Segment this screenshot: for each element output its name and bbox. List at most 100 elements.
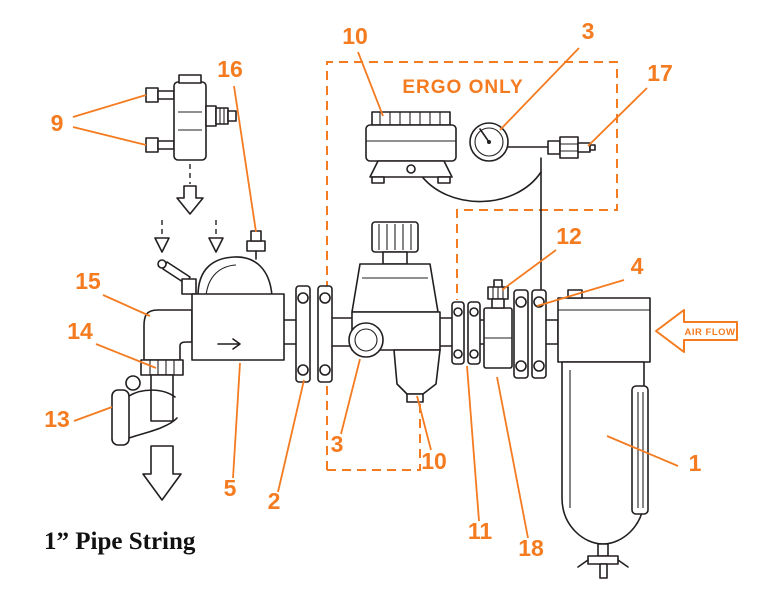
callout-line-3-top [499, 47, 580, 131]
spring-housing [351, 263, 439, 313]
air-flow-label: AIR FLOW [685, 327, 736, 338]
callout-line-4 [536, 279, 625, 307]
callout-line-14 [95, 343, 157, 369]
valve-cap [178, 74, 202, 84]
flange-bolt [533, 360, 545, 372]
drain-wing [617, 559, 629, 568]
callout-label-5: 5 [224, 475, 237, 501]
fitting-stem [577, 142, 591, 153]
test-cock-lever-end [157, 259, 167, 269]
flange-bolt [319, 292, 331, 304]
callout-label-9: 9 [51, 110, 64, 136]
outlet-knurl [215, 107, 229, 125]
hose-barb-top-stem [157, 90, 175, 100]
callout-label-4: 4 [631, 253, 644, 279]
callout-line-11 [466, 365, 480, 522]
callout-line-9a [72, 94, 147, 118]
callout-label-15: 15 [75, 268, 101, 294]
callout-line-3-bottom [340, 358, 361, 435]
ergo-dashed-border-lower [327, 400, 421, 471]
down-arrowhead-icon [208, 237, 224, 253]
bonnet-dome [197, 256, 273, 297]
gauge-needle [479, 128, 490, 143]
bowl-plug [406, 393, 424, 403]
regulator-body [191, 293, 285, 361]
callout-label-10-top: 10 [342, 23, 368, 49]
callout-line-17 [587, 87, 648, 147]
part-12-valve-stem [491, 298, 505, 309]
fitting-union [547, 140, 561, 155]
part-13-clamp-bolt [125, 375, 141, 391]
part-13-clamp-strap [111, 389, 130, 446]
flange-bolt [297, 292, 309, 304]
callout-line-9b [72, 126, 147, 146]
part-11-union [451, 301, 481, 365]
gauge-hub [487, 140, 491, 144]
flange-bolt [515, 296, 527, 308]
pilot-foot [371, 176, 385, 184]
drain-stem [597, 543, 609, 557]
flange-bolt [469, 349, 479, 359]
drain-body [587, 555, 619, 565]
fitting-hex [559, 136, 579, 159]
down-arrowhead-icon [154, 237, 170, 253]
callout-line-10-bottom [416, 395, 432, 451]
flange-plate [513, 289, 529, 379]
drain-petcock [599, 563, 608, 579]
tubing-loop [419, 171, 542, 203]
callout-line-15 [102, 294, 151, 317]
callout-label-16: 16 [217, 56, 243, 82]
part-18-block [483, 279, 513, 369]
hose-barb-bottom-stem [157, 140, 175, 150]
flange-plate [451, 301, 465, 365]
part-10-lower-bowl [393, 349, 441, 395]
elbow [143, 309, 193, 361]
part-17-fitting [547, 136, 596, 159]
part-4-union [513, 289, 547, 379]
callout-label-3-top: 3 [582, 18, 595, 44]
pilot-foot [437, 176, 451, 184]
callout-line-18 [496, 376, 529, 539]
test-cock-body [181, 278, 197, 295]
part-2-union [295, 285, 333, 383]
part-13-clamp-hook-top [128, 389, 176, 398]
flange-plate [467, 301, 481, 365]
air-flow-arrow: AIR FLOW [655, 309, 738, 353]
flow-direction-arrow-icon [217, 338, 241, 350]
callout-line-1 [606, 435, 679, 467]
callout-lines [72, 47, 679, 539]
callout-label-11: 11 [468, 518, 493, 544]
callout-label-3-bottom: 3 [331, 431, 344, 457]
part-10-pilot-regulator [365, 111, 457, 184]
callout-label-18: 18 [518, 535, 544, 561]
filter-head [557, 297, 651, 363]
callout-labels: 9 16 10 3 17 15 14 13 5 2 3 10 12 4 11 1… [44, 18, 701, 561]
bonnet-rib [205, 264, 237, 297]
valve-body [173, 81, 207, 161]
flange-bolt [453, 349, 463, 359]
callout-line-12 [501, 249, 557, 291]
callout-label-1: 1 [689, 450, 702, 476]
flange-plate [531, 289, 547, 379]
callout-line-16 [233, 85, 257, 233]
hose-barb-top [145, 87, 159, 103]
down-pipe [150, 374, 174, 422]
ergo-only-region-outline [326, 61, 618, 471]
callout-label-10-bottom: 10 [421, 448, 447, 474]
callout-label-13: 13 [44, 406, 70, 432]
callout-line-10-top [357, 51, 384, 117]
air-flow-arrow-shape [655, 309, 738, 353]
ergo-dashed-border [326, 61, 618, 470]
callout-line-5 [232, 362, 241, 479]
flow-down-arrow-icon [142, 445, 182, 501]
flange-plate [317, 285, 333, 383]
pilot-tubing [419, 146, 549, 293]
outlet-tip [227, 110, 237, 122]
drain-wing [577, 559, 589, 568]
flange-bolt [515, 360, 527, 372]
flange-bolt [297, 364, 309, 376]
diagram-title: 1” Pipe String [44, 528, 196, 555]
part-9-valve [145, 74, 237, 253]
outlet-stem [205, 105, 217, 127]
